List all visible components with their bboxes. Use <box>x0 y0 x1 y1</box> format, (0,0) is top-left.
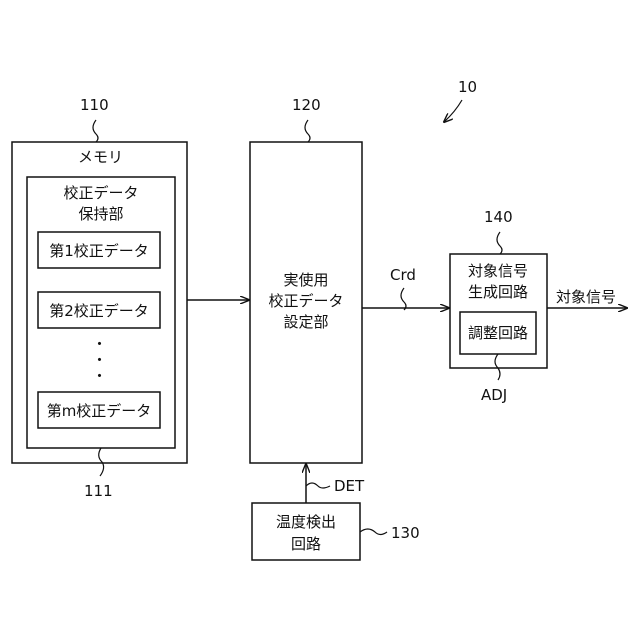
target-gen-line2: 生成回路 <box>468 283 528 301</box>
figure-ref-label: 10 <box>458 78 477 96</box>
temp-circuit-ref-leader <box>360 529 387 535</box>
temp-circuit-ref-label: 130 <box>391 524 420 542</box>
setting-unit-line1: 実使用 <box>283 271 328 289</box>
setting-unit-ref-label: 120 <box>292 96 321 114</box>
figure-ref-arrow <box>444 100 462 122</box>
ellipsis-dot-3: ・ <box>92 367 107 385</box>
holder-title-line2: 保持部 <box>78 205 123 223</box>
adj-label: ADJ <box>481 386 507 404</box>
setting-unit-line2: 校正データ <box>268 292 343 310</box>
memory-ref-leader <box>93 120 98 142</box>
target-gen-ref-leader <box>497 232 502 254</box>
crd-signal-leader <box>401 288 406 310</box>
det-signal-label: DET <box>334 477 365 495</box>
output-signal-label: 対象信号 <box>556 288 616 306</box>
holder-ref-label: 111 <box>84 482 113 500</box>
memory-title: メモリ <box>78 148 123 166</box>
memory-ref-label: 110 <box>80 96 109 114</box>
calibration-data-1-label: 第1校正データ <box>49 242 149 260</box>
temp-circuit-line1: 温度検出 <box>276 513 336 531</box>
setting-unit-line3: 設定部 <box>283 313 328 331</box>
calibration-data-2-label: 第2校正データ <box>49 302 149 320</box>
adjust-circuit-label: 調整回路 <box>468 324 528 342</box>
det-signal-leader <box>306 483 330 488</box>
temp-circuit-line2: 回路 <box>291 535 321 553</box>
crd-signal-label: Crd <box>390 266 416 284</box>
calibration-data-m-label: 第m校正データ <box>47 402 152 420</box>
holder-title-line1: 校正データ <box>63 184 138 202</box>
target-gen-ref-label: 140 <box>484 208 513 226</box>
setting-unit-ref-leader <box>305 120 310 142</box>
target-gen-line1: 対象信号 <box>468 262 528 280</box>
